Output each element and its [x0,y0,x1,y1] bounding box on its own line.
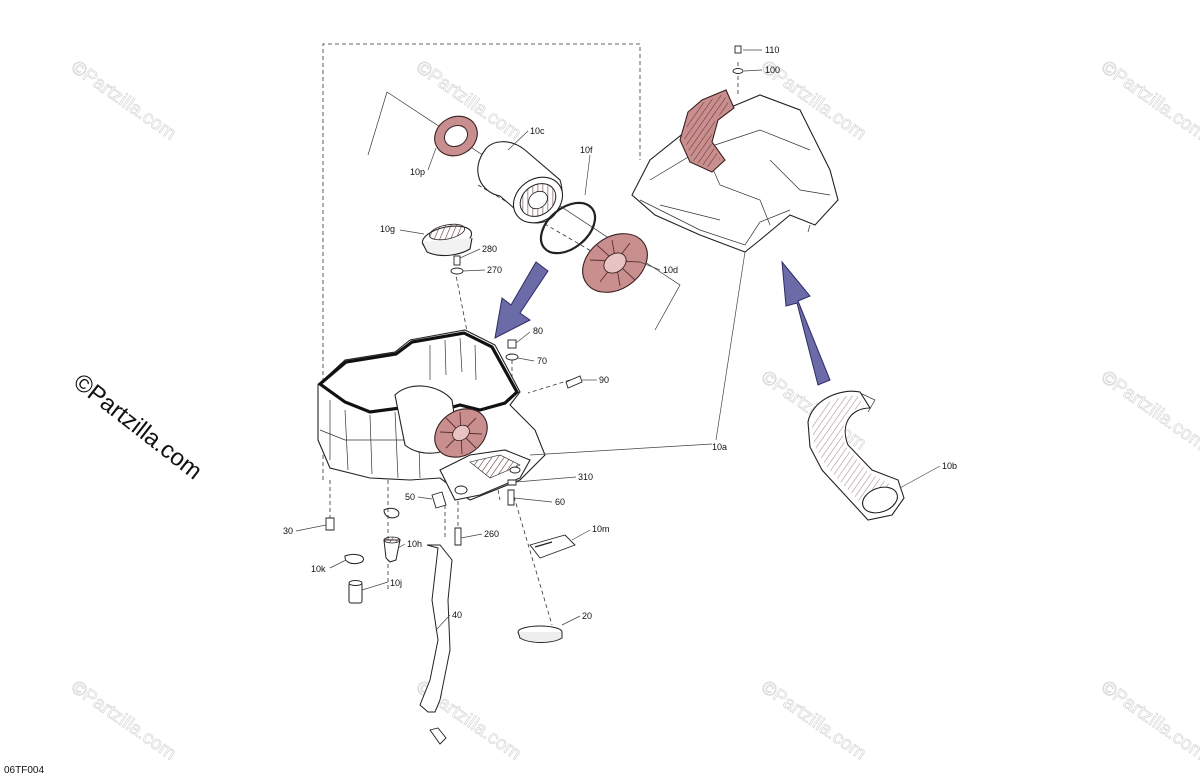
filter-seal-ring [434,115,478,157]
callout-30: 30 [283,526,293,536]
watermark: ©Partzilla.com [67,57,180,145]
watermark: ©Partzilla.com [1097,367,1200,455]
callout-70: 70 [537,356,547,366]
callout-10d: 10d [663,265,678,275]
callout-10p: 10p [410,167,425,177]
callout-40: 40 [452,610,462,620]
figure-id: 06TF004 [4,765,44,776]
callout-310: 310 [578,472,593,482]
watermark: ©Partzilla.com [757,677,870,765]
callout-labels: 110 100 10c 10f 10p 10g 280 270 10d 80 7… [283,45,957,621]
callout-260: 260 [484,529,499,539]
hardware-110-100 [732,45,744,74]
direction-arrow-up [781,260,831,386]
brand-watermark: ©Partzilla.com [68,368,207,485]
callout-20: 20 [582,611,592,621]
callout-90: 90 [599,375,609,385]
callout-110: 110 [765,45,779,55]
callout-10j: 10j [390,578,402,588]
filter-cover [582,233,648,293]
callout-10f: 10f [580,145,593,155]
leader-lines [295,49,941,631]
callout-270: 270 [487,265,502,275]
callout-10m: 10m [592,524,610,534]
upper-air-housing [631,89,839,253]
inlet-adapter [421,223,473,257]
watermark: ©Partzilla.com [1097,57,1200,145]
callout-10h: 10h [407,539,422,549]
callout-10c: 10c [530,126,545,136]
hardware-280-270 [450,255,464,275]
watermark-layer: ©Partzilla.com ©Partzilla.com ©Partzilla… [67,57,1200,765]
callout-10k: 10k [311,564,326,574]
lower-airbox [317,329,546,501]
watermark: ©Partzilla.com [67,677,180,765]
small-parts [325,339,583,745]
direction-arrow-down [494,261,549,339]
air-filter-element [477,141,564,224]
watermark: ©Partzilla.com [1097,677,1200,765]
filter-o-ring [539,201,597,255]
callout-10b: 10b [942,461,957,471]
callout-100: 100 [765,65,780,75]
callout-280: 280 [482,244,497,254]
callout-80: 80 [533,326,543,336]
callout-10a: 10a [712,442,727,452]
callout-60: 60 [555,497,565,507]
callout-50: 50 [405,492,415,502]
intake-duct [807,390,905,521]
callout-10g: 10g [380,224,395,234]
